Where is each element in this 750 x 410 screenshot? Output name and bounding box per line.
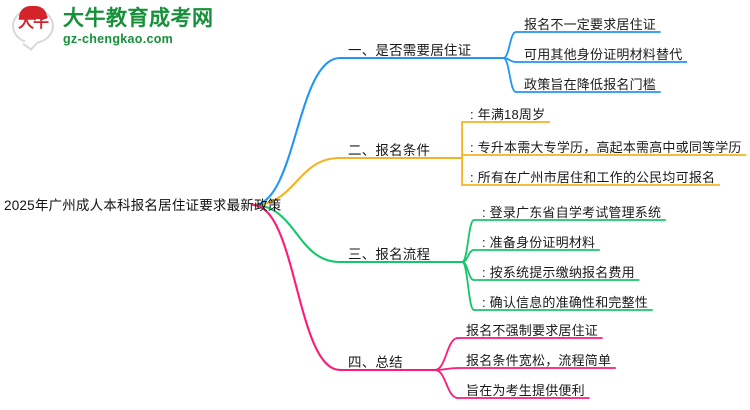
branch-label-2[interactable]: 二、报名条件 [348, 143, 431, 158]
leaf-item-1-2[interactable]: 可用其他身份证明材料替代 [524, 47, 683, 62]
site-logo[interactable]: 大牛 大牛教育成考网 gz-chengkao.com [12, 6, 214, 48]
leaf-item-2-3[interactable]: : 所有在广州市居住和工作的公民均可报名 [470, 170, 716, 185]
leaf-item-1-3[interactable]: 政策旨在降低报名门槛 [524, 77, 657, 92]
logo-title: 大牛教育成考网 [63, 7, 214, 31]
leaf-item-4-2[interactable]: 报名条件宽松，流程简单 [466, 353, 612, 368]
logo-mark-text: 大牛 [17, 14, 49, 31]
leaf-item-2-2[interactable]: : 专升本需大专学历，高起本需高中或同等学历 [470, 140, 742, 155]
mindmap-root-node: 2025年广州成人本科报名居住证要求最新政策 [4, 198, 282, 213]
leaf-item-4-1[interactable]: 报名不强制要求居住证 [466, 323, 599, 338]
leaf-item-3-2[interactable]: : 准备身份证明材料 [482, 235, 596, 250]
leaf-item-4-3[interactable]: 旨在为考生提供便利 [466, 383, 585, 398]
leaf-item-1-1[interactable]: 报名不一定要求居住证 [524, 17, 657, 32]
branch-label-3[interactable]: 三、报名流程 [348, 247, 431, 262]
leaf-item-2-1[interactable]: : 年满18周岁 [470, 107, 546, 122]
logo-subtitle: gz-chengkao.com [63, 32, 174, 47]
branch-label-4[interactable]: 四、总结 [348, 355, 403, 370]
leaf-item-3-4[interactable]: : 确认信息的准确性和完整性 [482, 295, 649, 310]
leaf-item-3-3[interactable]: : 按系统提示缴纳报名费用 [482, 265, 635, 280]
branch-label-1[interactable]: 一、是否需要居住证 [348, 43, 472, 58]
logo-bubble-icon: 大牛 [12, 6, 56, 48]
leaf-item-3-1[interactable]: : 登录广东省自学考试管理系统 [482, 205, 662, 220]
